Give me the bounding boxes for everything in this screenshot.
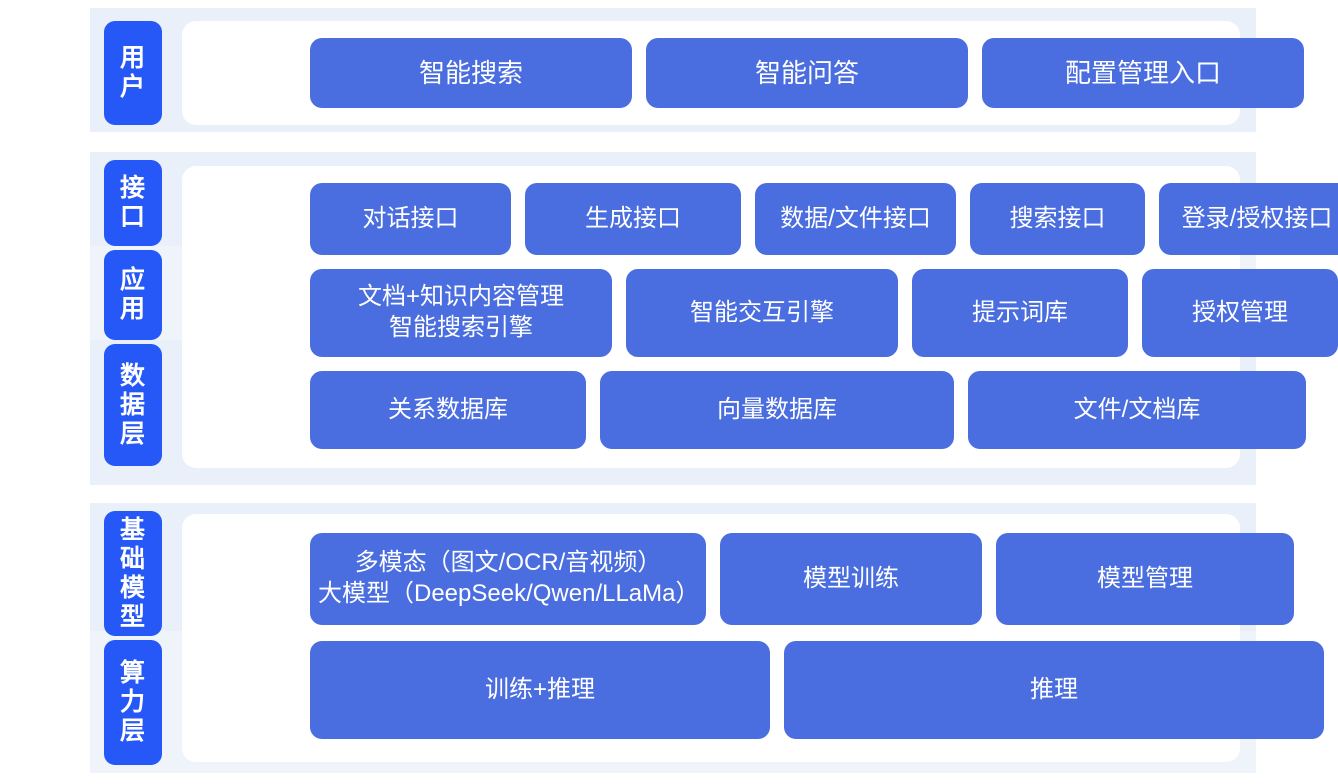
box-config-management-entry[interactable]: 配置管理入口 bbox=[982, 38, 1304, 108]
box-smart-qa[interactable]: 智能问答 bbox=[646, 38, 968, 108]
box-model-management[interactable]: 模型管理 bbox=[996, 533, 1294, 625]
layer-label-application[interactable]: 应用 bbox=[104, 250, 162, 340]
panel-application: 对话接口 生成接口 数据/文件接口 搜索接口 登录/授权接口 文档+知识内容管理… bbox=[182, 166, 1338, 468]
box-dialog-api[interactable]: 对话接口 bbox=[310, 183, 511, 255]
row-data: 关系数据库 向量数据库 文件/文档库 bbox=[310, 371, 1306, 449]
box-model-training[interactable]: 模型训练 bbox=[720, 533, 982, 625]
box-smart-interaction-engine[interactable]: 智能交互引擎 bbox=[626, 269, 898, 357]
row-application: 文档+知识内容管理 智能搜索引擎 智能交互引擎 提示词库 授权管理 bbox=[310, 269, 1338, 357]
layer-label-foundation-model[interactable]: 基础模型 bbox=[104, 511, 162, 636]
layer-label-data[interactable]: 数据层 bbox=[104, 344, 162, 466]
box-login-auth-api[interactable]: 登录/授权接口 bbox=[1159, 183, 1338, 255]
band-users: 用户 智能搜索 智能问答 配置管理入口 bbox=[90, 8, 1304, 132]
box-data-file-api[interactable]: 数据/文件接口 bbox=[755, 183, 956, 255]
box-document-knowledge-management[interactable]: 文档+知识内容管理 智能搜索引擎 bbox=[310, 269, 612, 357]
layer-label-interface[interactable]: 接口 bbox=[104, 160, 162, 246]
box-generation-api[interactable]: 生成接口 bbox=[525, 183, 741, 255]
box-smart-search[interactable]: 智能搜索 bbox=[310, 38, 632, 108]
box-multimodal-large-model[interactable]: 多模态（图文/OCR/音视频） 大模型（DeepSeek/Qwen/LLaMa） bbox=[310, 533, 706, 625]
row-users: 智能搜索 智能问答 配置管理入口 bbox=[310, 38, 1304, 108]
box-relational-database[interactable]: 关系数据库 bbox=[310, 371, 586, 449]
label-rail-infrastructure: 基础模型 算力层 bbox=[104, 503, 162, 773]
box-authorization-management[interactable]: 授权管理 bbox=[1142, 269, 1338, 357]
box-search-api[interactable]: 搜索接口 bbox=[970, 183, 1145, 255]
label-rail-application: 接口 应用 数据层 bbox=[104, 152, 162, 485]
box-file-document-store[interactable]: 文件/文档库 bbox=[968, 371, 1306, 449]
layer-label-compute[interactable]: 算力层 bbox=[104, 640, 162, 765]
box-inference[interactable]: 推理 bbox=[784, 641, 1324, 739]
row-interface: 对话接口 生成接口 数据/文件接口 搜索接口 登录/授权接口 bbox=[310, 183, 1338, 255]
row-compute: 训练+推理 推理 bbox=[310, 641, 1324, 739]
row-foundation-model: 多模态（图文/OCR/音视频） 大模型（DeepSeek/Qwen/LLaMa）… bbox=[310, 533, 1294, 625]
band-application: 接口 应用 数据层 对话接口 生成接口 数据/文件接口 搜索接口 登录/授权接口… bbox=[90, 152, 1338, 485]
layer-label-user[interactable]: 用户 bbox=[104, 21, 162, 125]
panel-users: 智能搜索 智能问答 配置管理入口 bbox=[182, 21, 1304, 125]
panel-infrastructure: 多模态（图文/OCR/音视频） 大模型（DeepSeek/Qwen/LLaMa）… bbox=[182, 514, 1324, 762]
label-rail-users: 用户 bbox=[104, 8, 162, 132]
box-vector-database[interactable]: 向量数据库 bbox=[600, 371, 954, 449]
box-prompt-library[interactable]: 提示词库 bbox=[912, 269, 1128, 357]
box-training-plus-inference[interactable]: 训练+推理 bbox=[310, 641, 770, 739]
band-infrastructure: 基础模型 算力层 多模态（图文/OCR/音视频） 大模型（DeepSeek/Qw… bbox=[90, 503, 1324, 773]
